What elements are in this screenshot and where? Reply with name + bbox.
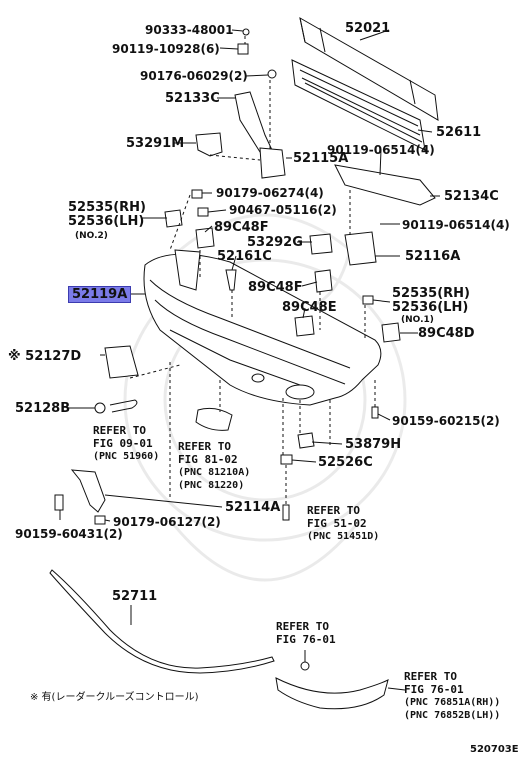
lower-spoiler-part xyxy=(275,677,389,710)
refer-to-fig-76-01-lower[interactable]: REFER TO FIG 76-01 (PNC 76851A(RH)) (PNC… xyxy=(404,670,500,722)
molding-52711 xyxy=(49,569,275,674)
label-90119-06514-top: 90119-06514(4) xyxy=(327,143,435,157)
label-52128b: 52128B xyxy=(15,401,71,416)
ref-line: REFER TO xyxy=(93,424,146,437)
dashed-assembly-lines xyxy=(129,36,376,505)
tow-hook-icon xyxy=(109,399,138,413)
ref-line: REFER TO xyxy=(404,670,457,683)
label-52134c: 52134C xyxy=(444,189,499,204)
ref-line: REFER TO xyxy=(307,504,360,517)
label-52119a[interactable]: 52119A xyxy=(68,286,132,303)
ref-pnc: (PNC 51451D) xyxy=(307,531,380,542)
bracket-52134c xyxy=(334,164,436,206)
label-90333-48001: 90333-48001 xyxy=(145,23,234,37)
label-89c48e: 89C48E xyxy=(282,300,337,315)
fasteners xyxy=(54,28,401,671)
label-52021: 52021 xyxy=(345,21,391,36)
refer-to-fig-09-01[interactable]: REFER TO FIG 09-01 (PNC 51960) xyxy=(93,424,159,463)
label-52711: 52711 xyxy=(112,589,158,604)
refer-to-fig-81-02[interactable]: REFER TO FIG 81-02 (PNC 81210A) (PNC 812… xyxy=(178,440,250,492)
label-52536-lh-upper: 52536(LH) xyxy=(68,214,145,229)
seal-53291m xyxy=(195,132,223,157)
retainer-52116a xyxy=(344,231,377,266)
label-53879h: 53879H xyxy=(345,437,402,452)
ref-line: FIG 51-02 xyxy=(307,517,367,530)
label-90119-10928: 90119-10928(6) xyxy=(112,42,220,56)
label-53292g: 53292G xyxy=(247,235,303,250)
label-52161c: 52161C xyxy=(217,249,272,264)
label-52116a: 52116A xyxy=(405,249,461,264)
ref-pnc: (PNC 81220) xyxy=(178,480,245,491)
label-52127d: ※ 52127D xyxy=(8,349,82,364)
label-52114a: 52114A xyxy=(225,500,281,515)
label-89c48f-upper: 89C48F xyxy=(214,220,269,235)
ref-line: FIG 81-02 xyxy=(178,453,238,466)
diagram-id: 520703E xyxy=(470,744,519,755)
footnote: ※ 有(レーダークルーズコントロール) xyxy=(30,692,199,703)
bracket-52133c xyxy=(234,91,273,153)
label-52535-rh-lower: 52535(RH) xyxy=(392,286,470,301)
label-no2: (NO.2) xyxy=(75,231,108,241)
label-52526c: 52526C xyxy=(318,455,373,470)
bracket-52114a xyxy=(70,469,106,513)
energy-absorber-part xyxy=(291,59,426,151)
label-90159-60431: 90159-60431(2) xyxy=(15,527,123,541)
reinforcement-bar-part xyxy=(299,17,439,121)
label-90159-60215: 90159-60215(2) xyxy=(392,414,500,428)
ref-line: FIG 09-01 xyxy=(93,437,153,450)
label-52535-rh-upper: 52535(RH) xyxy=(68,200,146,215)
label-89c48d: 89C48D xyxy=(418,326,475,341)
ref-pnc: (PNC 51960) xyxy=(93,451,160,462)
ref-pnc: (PNC 76851A(RH)) xyxy=(404,697,501,708)
label-90179-06127: 90179-06127(2) xyxy=(113,515,221,529)
ref-line: REFER TO xyxy=(178,440,231,453)
label-90119-06514-right: 90119-06514(4) xyxy=(402,218,510,232)
label-90176-06029: 90176-06029(2) xyxy=(140,69,248,83)
retainer-52115a xyxy=(259,147,286,179)
fog-lamp-part xyxy=(195,407,233,431)
ref-line: REFER TO xyxy=(276,620,329,633)
cap-52128b xyxy=(94,402,106,414)
seal-53292g xyxy=(309,233,333,255)
ref-pnc: (PNC 81210A) xyxy=(178,467,251,478)
label-52611: 52611 xyxy=(436,125,482,140)
leader-lines xyxy=(59,29,440,691)
refer-to-fig-76-01-upper[interactable]: REFER TO FIG 76-01 xyxy=(276,620,336,646)
refer-to-fig-51-02[interactable]: REFER TO FIG 51-02 (PNC 51451D) xyxy=(307,504,379,543)
bumper-cover-part xyxy=(143,249,382,406)
ref-line: FIG 76-01 xyxy=(404,683,464,696)
label-52115a: 52115A xyxy=(293,151,349,166)
ref-pnc: (PNC 76852B(LH)) xyxy=(404,710,501,721)
bracket-52127d xyxy=(104,345,139,379)
label-53291m: 53291M xyxy=(126,136,185,151)
label-90467-05116: 90467-05116(2) xyxy=(229,203,337,217)
ref-line: FIG 76-01 xyxy=(276,633,336,646)
label-89c48f-lower: 89C48F xyxy=(248,280,303,295)
label-52536-lh-lower: 52536(LH) xyxy=(392,300,469,315)
label-90179-06274: 90179-06274(4) xyxy=(216,186,324,200)
label-52133c: 52133C xyxy=(165,91,220,106)
label-no1: (NO.1) xyxy=(401,315,434,325)
